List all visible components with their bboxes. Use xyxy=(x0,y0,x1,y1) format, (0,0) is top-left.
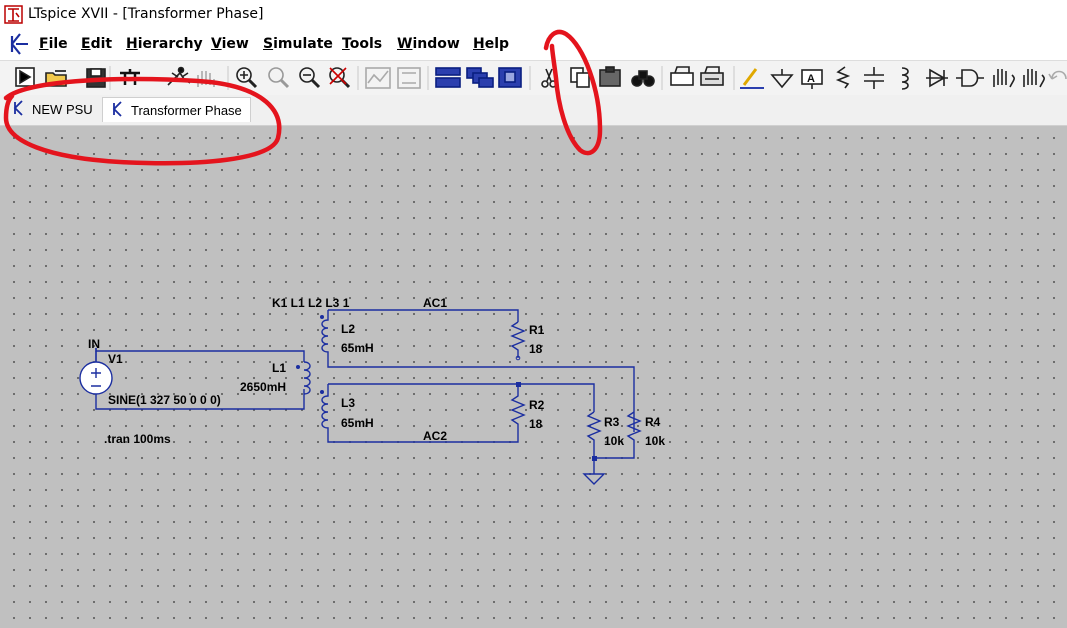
r3-name[interactable]: R3 xyxy=(604,415,620,429)
zoom-in-icon[interactable] xyxy=(236,67,258,89)
svg-text:A: A xyxy=(807,73,815,85)
move-icon[interactable] xyxy=(993,69,1015,88)
r1-name[interactable]: R1 xyxy=(529,323,545,337)
l1-name[interactable]: L1 xyxy=(272,361,287,375)
cascade-icon[interactable] xyxy=(466,67,494,88)
drag-icon[interactable] xyxy=(1023,69,1045,88)
zoom-out-icon[interactable] xyxy=(299,67,321,89)
resistor-icon[interactable] xyxy=(835,66,851,89)
r4-value[interactable]: 10k xyxy=(645,434,666,448)
l2-value[interactable]: 65mH xyxy=(341,341,374,355)
menu-tools[interactable]: Tools xyxy=(342,36,383,52)
component-icon[interactable] xyxy=(956,69,984,87)
tile-vertical-icon[interactable] xyxy=(498,67,522,88)
control-panel-icon[interactable] xyxy=(120,69,140,85)
title-bar: LTspice XVII - [Transformer Phase] xyxy=(0,0,1067,30)
draw-wire-icon[interactable] xyxy=(740,68,764,89)
save-icon[interactable] xyxy=(86,68,106,88)
menu-view[interactable]: View xyxy=(211,36,249,52)
paste-icon[interactable] xyxy=(599,66,621,87)
menu-hierarchy[interactable]: Hierarchy xyxy=(126,36,203,52)
schematic-canvas[interactable] xyxy=(0,126,1067,628)
schematic-tab-icon xyxy=(111,100,125,120)
l1-value[interactable]: 2650mH xyxy=(240,380,287,394)
schematic-doc-icon[interactable] xyxy=(6,32,30,61)
cut-icon[interactable] xyxy=(541,68,557,88)
tran-directive[interactable]: .tran 100ms xyxy=(104,432,171,446)
net-label-ac2[interactable]: AC2 xyxy=(423,429,448,443)
toolbar-icons: A xyxy=(15,66,1067,90)
run-man-icon[interactable] xyxy=(167,66,191,86)
halt-icon[interactable] xyxy=(197,71,215,87)
schematic-tab-icon xyxy=(12,99,26,119)
tab-new-psu[interactable]: NEW PSU xyxy=(4,97,101,121)
tab-transformer-phase[interactable]: Transformer Phase xyxy=(102,97,251,122)
zoom-cancel-icon[interactable] xyxy=(329,67,351,89)
r2-name[interactable]: R2 xyxy=(529,398,545,412)
l3-name[interactable]: L3 xyxy=(341,396,356,410)
tab-label: Transformer Phase xyxy=(131,102,242,118)
autorange-icon[interactable] xyxy=(397,67,421,89)
tile-horizontal-icon[interactable] xyxy=(435,67,461,88)
label-net-icon[interactable]: A xyxy=(801,69,823,89)
r4-name[interactable]: R4 xyxy=(645,415,661,429)
menu-window[interactable]: Window xyxy=(397,36,460,52)
menu-file[interactable]: File xyxy=(39,36,68,52)
r3-value[interactable]: 10k xyxy=(604,434,625,448)
waveform-icon[interactable] xyxy=(365,67,391,89)
ground-icon[interactable] xyxy=(770,69,794,89)
capacitor-icon[interactable] xyxy=(864,67,884,89)
r1-value[interactable]: 18 xyxy=(529,342,543,356)
menu-edit[interactable]: Edit xyxy=(81,36,113,52)
window-title: LTspice XVII - [Transformer Phase] xyxy=(28,6,264,22)
menu-help[interactable]: Help xyxy=(473,36,510,52)
ltspice-app-icon[interactable] xyxy=(4,5,24,30)
print-setup-icon[interactable] xyxy=(700,66,724,86)
net-label-in[interactable]: IN xyxy=(88,337,100,351)
coupling-directive[interactable]: K1 L1 L2 L3 1 xyxy=(272,296,350,310)
tab-label: NEW PSU xyxy=(32,101,93,117)
toolbar: A xyxy=(0,60,1067,96)
run-icon[interactable] xyxy=(15,67,35,87)
menu-simulate[interactable]: Simulate xyxy=(263,36,333,52)
print-icon[interactable] xyxy=(670,66,694,86)
document-tabs: NEW PSU Transformer Phase xyxy=(0,95,1067,126)
net-label-ac1[interactable]: AC1 xyxy=(423,296,448,310)
menu-bar: File Edit Hierarchy View Simulate Tools … xyxy=(0,30,1067,58)
v1-value[interactable]: SINE(1 327 50 0 0 0) xyxy=(108,393,221,407)
r2-value[interactable]: 18 xyxy=(529,417,543,431)
undo-icon[interactable] xyxy=(1048,70,1067,80)
diode-icon[interactable] xyxy=(926,68,948,88)
v1-name[interactable]: V1 xyxy=(108,352,123,366)
l2-name[interactable]: L2 xyxy=(341,322,356,336)
pan-icon[interactable] xyxy=(268,67,290,89)
l3-value[interactable]: 65mH xyxy=(341,416,374,430)
copy-icon[interactable] xyxy=(570,67,590,88)
find-icon[interactable] xyxy=(631,70,655,87)
inductor-icon[interactable] xyxy=(901,67,909,90)
open-folder-icon[interactable] xyxy=(45,70,67,87)
